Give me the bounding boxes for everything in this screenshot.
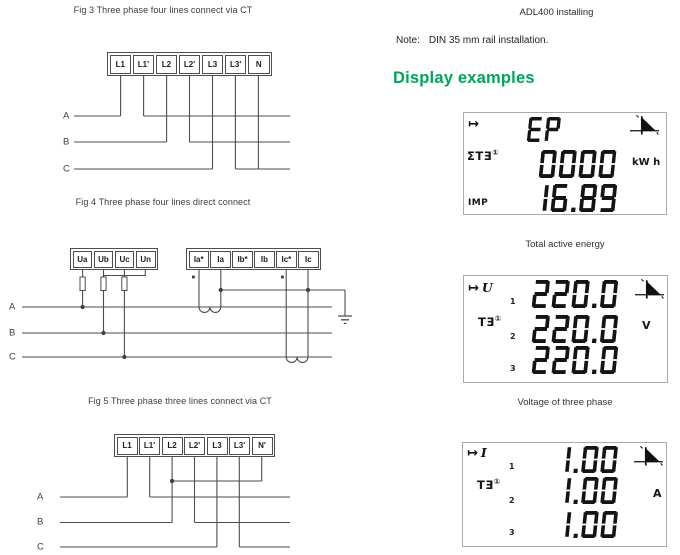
terminal-cell: Ic [298,250,319,268]
fig5-wires [60,457,290,548]
lcd-value [526,117,561,142]
maps-to-arrow-icon: ↦U [468,280,493,296]
fig4-phase-b-label: B [9,327,16,339]
terminal-cell: L1' [132,54,155,74]
row-marker: 2 [510,332,516,341]
fig5-junction-dot [169,478,175,484]
lcd-display-total-energy: ↦ ΣTƎ① kW h IMP [463,112,667,215]
fig4-wires [22,270,352,363]
terminal-cell: L2' [178,54,201,74]
lcd-value [554,446,619,473]
fig3-title: Fig 3 Three phase four lines connect via… [73,5,253,15]
terminal-cell: Ub [93,250,114,268]
terminal-cell: Ib [254,250,275,268]
fig4-current-terminal-block: Ia* Ia Ib* Ib Ic* Ic [186,248,321,270]
lcd-value [531,315,619,343]
fig5-title: Fig 5 Three phase three lines connect vi… [88,396,272,406]
fig5-phase-a-label: A [37,491,44,503]
fig4-phase-a-label: A [9,301,16,313]
note-text: DIN 35 mm rail installation. [428,35,549,46]
fuses [79,276,128,291]
fig4-voltage-terminal-block: Ua Ub Uc Un [70,248,158,270]
ct-polarity-mark [281,275,284,279]
installation-note: Note: DIN 35 mm rail installation. [396,35,548,46]
unit-label: A [653,487,662,500]
terminal-cell: L2 [155,54,178,74]
lcd-value [538,150,617,178]
fig5-phase-b-label: B [37,516,44,528]
row-marker: 2 [509,496,515,505]
fig3-terminal-block: L1 L1' L2 L2' L3 L3' N [107,52,272,76]
tariff-indicator: TƎ① [478,314,502,329]
quadrant-flag-icon [634,445,663,466]
lcd-display-voltage: ↦U 1 2 3 TƎ① V [463,275,668,383]
terminal-cell: L2' [184,436,205,455]
terminal-cell: Ib* [232,250,253,268]
fig4-junction-dots [80,275,311,360]
lcd-value [531,346,619,374]
terminal-cell: L3' [229,436,250,455]
quantity-symbol: U [481,280,493,295]
unit-label: V [642,319,651,332]
fuse [100,276,107,291]
page-header: ADL400 installing [519,7,594,18]
unit-label: kW h [632,157,661,168]
import-indicator: IMP [468,198,489,208]
display-caption: Voltage of three phase [517,397,613,408]
terminal-cell: L3' [224,54,247,74]
terminal-cell: L3 [201,54,224,74]
terminal-cell: Ic* [276,250,297,268]
terminal-cell: L1 [116,436,138,455]
quadrant-flag-icon [635,278,664,299]
tariff-indicator: ΣTƎ① [467,148,499,163]
ct-coil-phase-a [198,306,222,313]
row-marker: 1 [509,462,515,471]
earth-ground-icon [338,315,352,325]
display-caption: Total active energy [525,239,605,250]
note-label: Note: [396,35,420,46]
row-marker: 3 [509,528,515,537]
tariff-indicator: TƎ① [477,477,501,492]
section-title: Display examples [393,69,535,87]
fuse [79,276,86,291]
row-marker: 3 [510,364,516,373]
lcd-value [554,477,619,504]
terminal-cell: L2 [161,436,183,455]
terminal-cell: L3 [206,436,228,455]
lcd-value [554,511,619,538]
terminal-cell: N' [251,436,273,455]
ct-polarity-mark [192,275,195,279]
lcd-display-current: ↦I 1 2 3 TƎ① A [462,442,667,547]
fig5-phase-c-label: C [37,541,44,553]
terminal-cell: Ua [72,250,93,268]
terminal-cell: N [247,54,270,74]
terminal-cell: Uc [114,250,135,268]
terminal-cell: L1 [109,54,132,74]
terminal-cell: Un [135,250,156,268]
terminal-cell: Ia [210,250,231,268]
fig3-phase-b-label: B [63,136,70,148]
terminal-cell: Ia* [188,250,209,268]
maps-to-arrow-icon: ↦ [468,117,479,132]
row-marker: 1 [510,297,516,306]
fig4-title: Fig 4 Three phase four lines direct conn… [75,197,251,207]
fig4-phase-c-label: C [9,351,16,363]
fig3-wires [74,76,290,170]
quadrant-flag-icon [630,114,659,135]
lcd-value [531,184,618,212]
maps-to-arrow-icon: ↦I [467,445,487,461]
fuse [121,276,128,291]
fig3-phase-a-label: A [63,110,70,122]
lcd-value [531,280,619,308]
quantity-symbol: I [480,445,487,460]
terminal-cell: L1' [139,436,160,455]
fig3-phase-c-label: C [63,163,70,175]
fig5-terminal-block: L1 L1' L2 L2' L3 L3' N' [114,434,275,457]
ct-coil-phase-c [285,356,309,363]
